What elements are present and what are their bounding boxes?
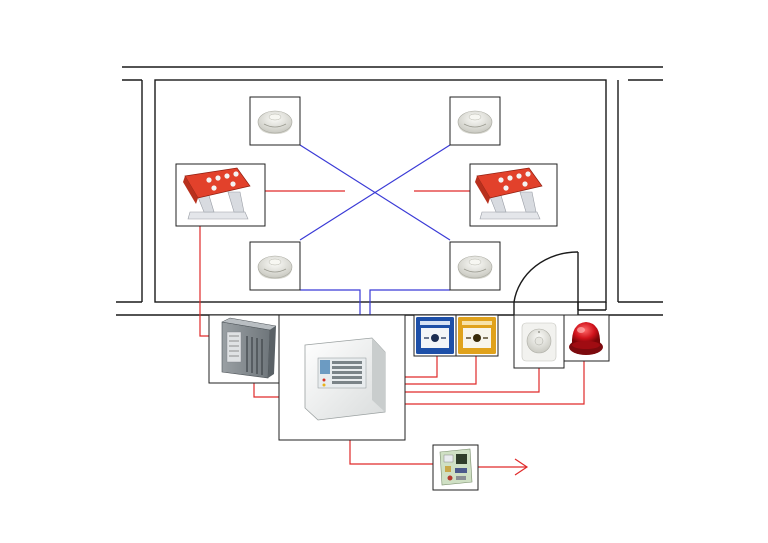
sounder-icon (521, 322, 557, 362)
beam-detector-icon (183, 167, 251, 220)
panel-to-sounder-wire (383, 368, 540, 393)
manual-call-point-yellow[interactable] (455, 314, 499, 357)
fire-alarm-control-panel[interactable] (278, 314, 406, 441)
manual-call-point-blue[interactable] (413, 314, 457, 357)
beam-detector-left[interactable] (175, 163, 266, 227)
interface-module[interactable] (432, 444, 479, 491)
call-point-icon (416, 317, 454, 354)
detection-loop-wiring (299, 144, 451, 340)
control-panel-icon (304, 337, 386, 421)
wall-sounder[interactable] (513, 314, 565, 369)
smoke-detector-top-right[interactable] (449, 96, 501, 146)
main-room-outline (154, 79, 607, 303)
smoke-detector-icon (457, 110, 493, 134)
smoke-detector-icon (257, 255, 293, 279)
smoke-detector-bottom-right[interactable] (449, 241, 501, 291)
power-supply-icon (221, 317, 277, 379)
smoke-detector-bottom-left[interactable] (249, 241, 301, 291)
smoke-detector-icon (457, 255, 493, 279)
loop-wire-cross-2 (299, 144, 451, 241)
beacon-icon (569, 322, 603, 355)
smoke-detector-top-left[interactable] (249, 96, 301, 146)
call-point-icon (458, 317, 496, 354)
door-swing-arc (513, 251, 579, 303)
red-beacon[interactable] (563, 314, 610, 362)
module-output-arrowhead (514, 458, 529, 476)
power-supply-unit[interactable] (208, 314, 281, 384)
smoke-detector-icon (257, 110, 293, 134)
beam-detector-right[interactable] (469, 163, 558, 227)
panel-to-callpoint-yellow-wire (383, 356, 477, 385)
panel-to-beacon-wire (383, 361, 585, 405)
floor-plan-walls (116, 66, 663, 316)
circuit-board-icon (439, 448, 473, 486)
beam-detector-icon (475, 167, 543, 220)
